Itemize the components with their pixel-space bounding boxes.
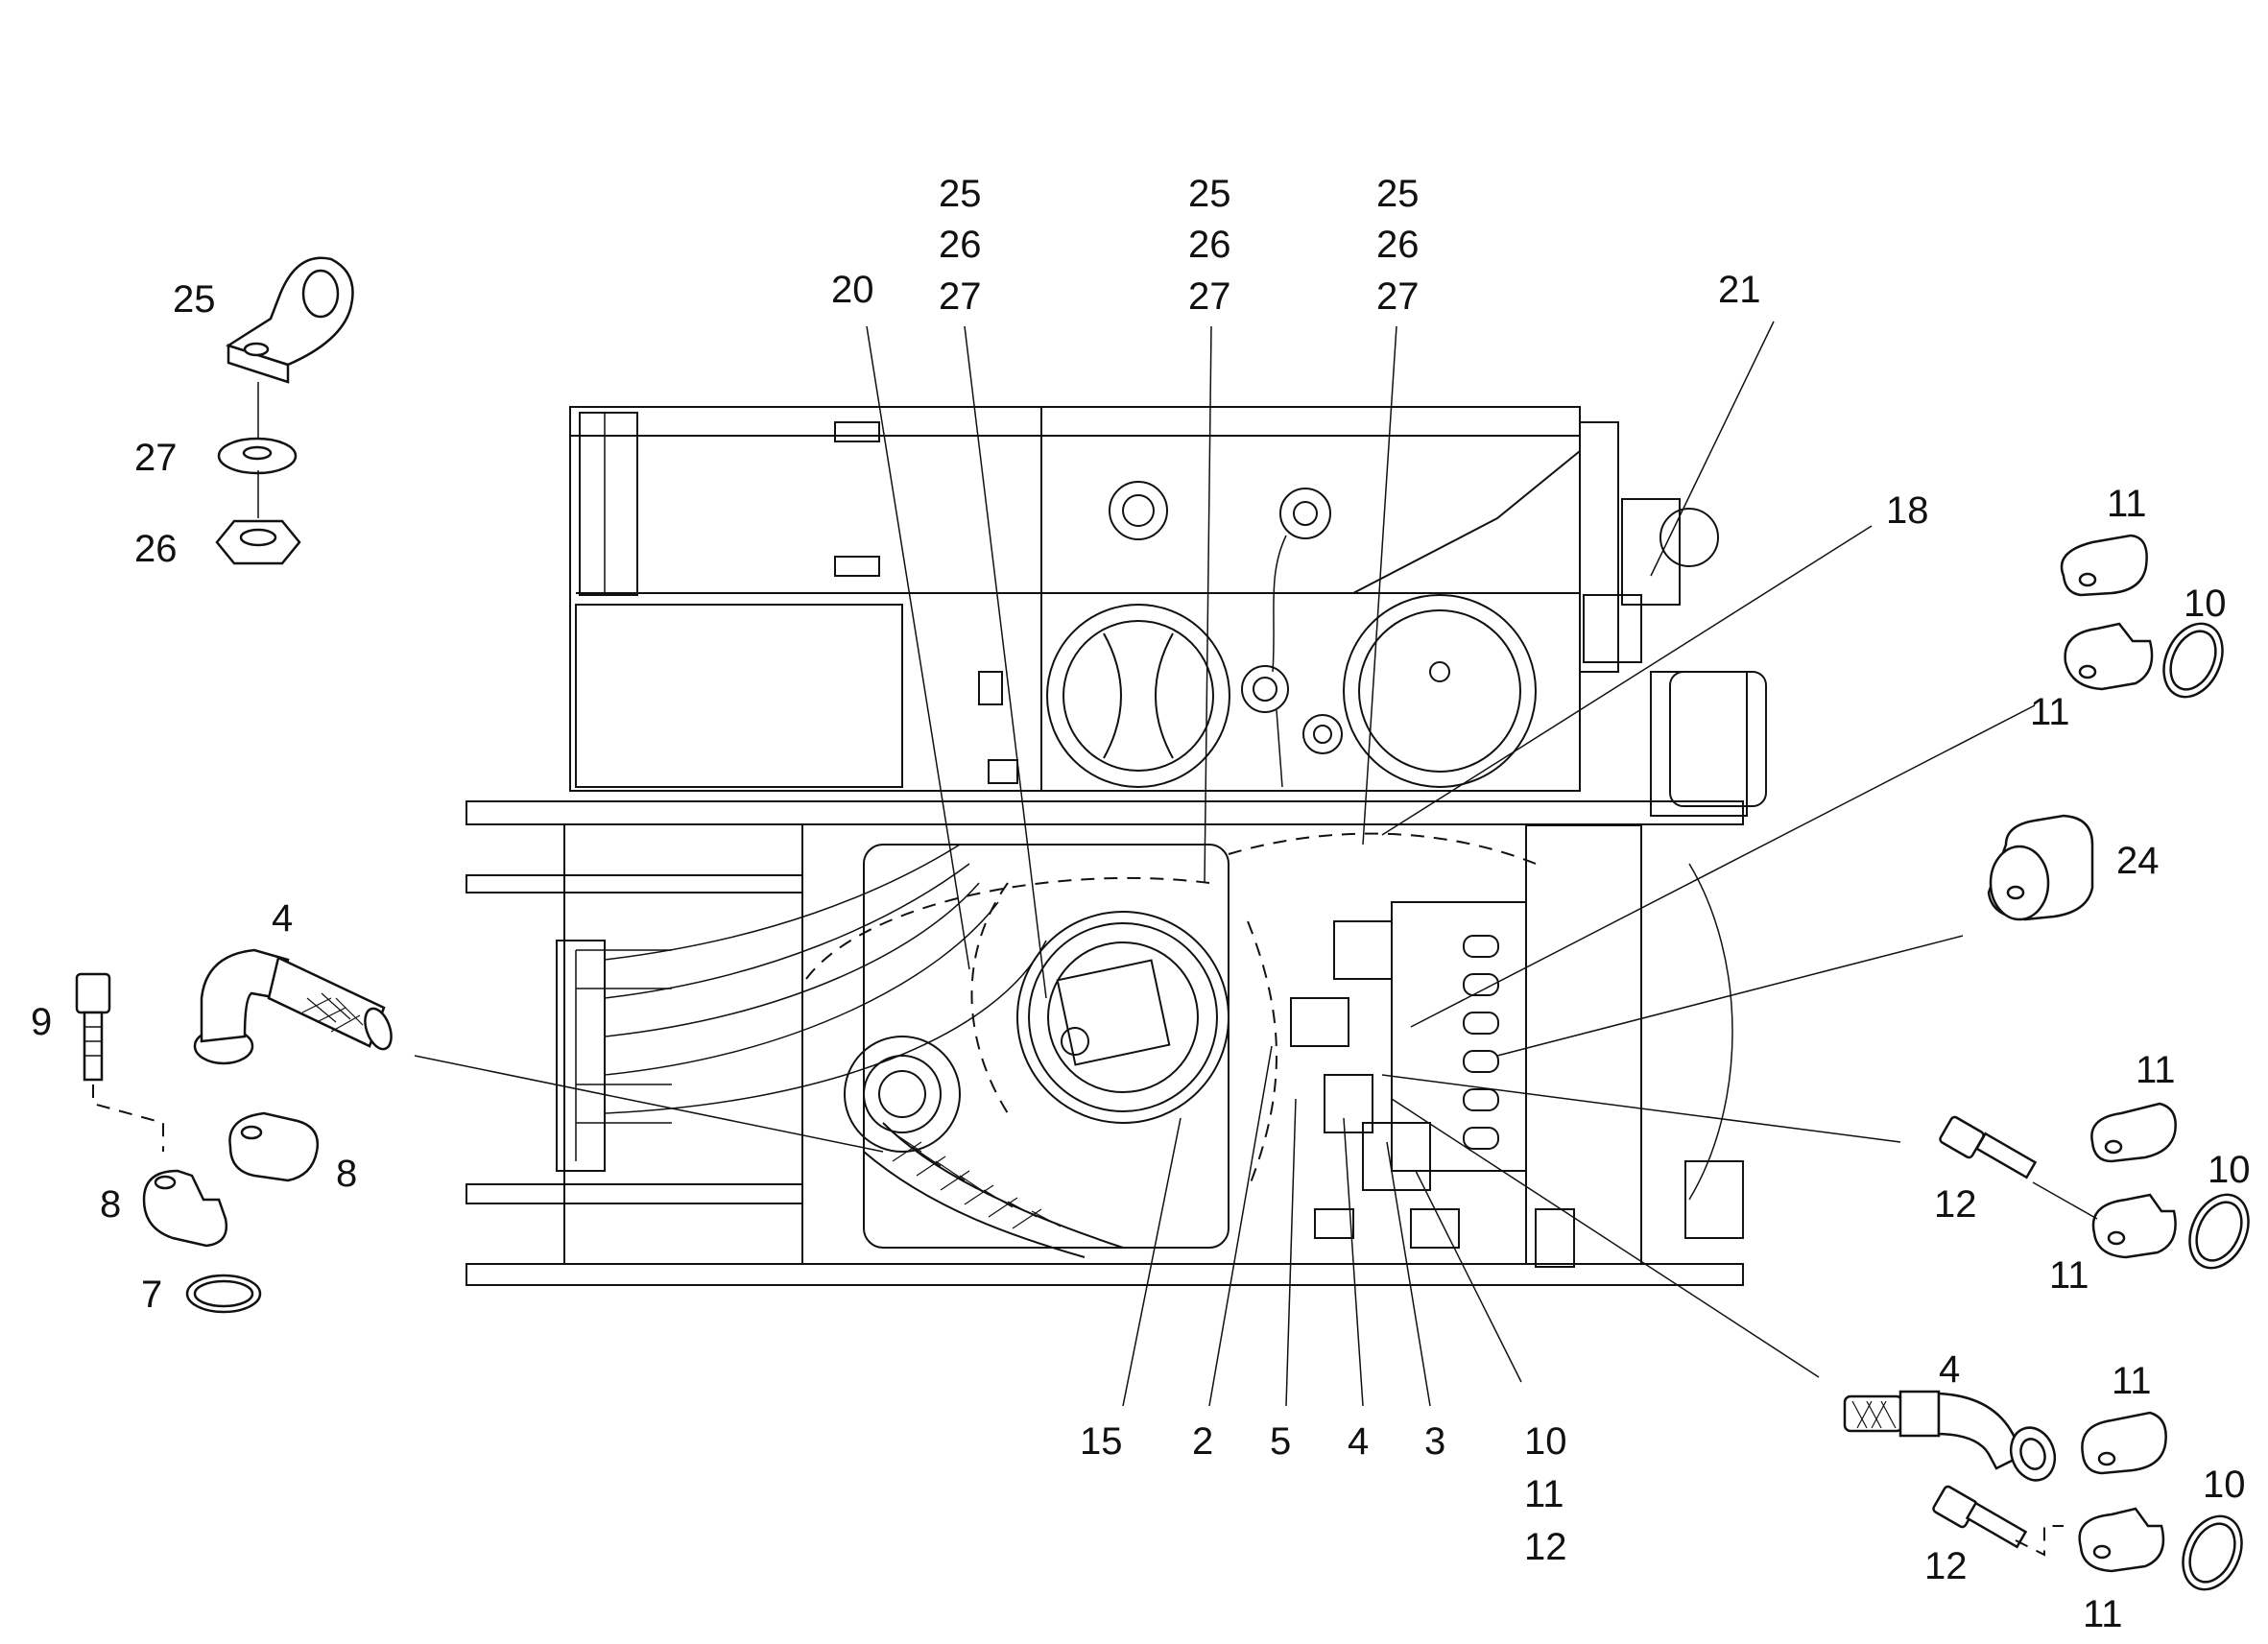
callout-10-a: 10 [2184, 583, 2227, 625]
callout-25-top-left: 25 [173, 278, 216, 321]
callout-24: 24 [2116, 840, 2160, 882]
callout-stack-c-line-1: 25 [1376, 173, 1420, 215]
callout-10-c: 10 [2203, 1464, 2246, 1506]
callout-stack-a-line-2: 26 [939, 224, 982, 266]
callout-stack-10-11-12: 10 11 12 [1524, 1420, 1567, 1568]
callout-2: 2 [1192, 1420, 1213, 1463]
callout-4-bottom: 4 [1348, 1420, 1369, 1463]
callout-10-b: 10 [2208, 1149, 2251, 1191]
callout-stack-25-26-27-c: 25 26 27 [1376, 173, 1420, 318]
callout-20: 20 [831, 269, 874, 311]
callout-8-left: 8 [100, 1183, 121, 1226]
callout-11-f: 11 [2083, 1593, 2123, 1635]
callout-27-top-left: 27 [134, 437, 178, 479]
valve-spools [1463, 935, 1499, 1150]
flange-half-part-8-a [228, 1111, 320, 1182]
split-flange-part-11-b [2064, 622, 2154, 691]
callout-stack-a-line-3: 27 [939, 275, 982, 318]
callout-5: 5 [1270, 1420, 1291, 1463]
callout-stack-25-26-27-a: 25 26 27 [939, 173, 982, 318]
hex-nut-part-26 [215, 470, 301, 565]
p-clamp-part-25 [226, 256, 354, 384]
o-ring-part-7 [185, 1274, 262, 1314]
plug-part-24 [1987, 814, 2094, 921]
callout-stack-b-line-1: 25 [1188, 173, 1231, 215]
callout-9: 9 [31, 1001, 52, 1043]
callout-stack-d-line-1: 10 [1524, 1420, 1567, 1463]
o-ring-part-10-b [2188, 1193, 2250, 1270]
cap-screw-part-9 [75, 972, 164, 1152]
elbow-fitting-part-4-left [193, 948, 393, 1065]
callout-stack-d-line-2: 11 [1524, 1473, 1564, 1515]
callout-11-b: 11 [2030, 691, 2070, 733]
callout-stack-b-line-3: 27 [1188, 275, 1231, 318]
callout-labels: 25 27 26 4 9 8 8 7 20 25 26 27 25 26 27 … [31, 173, 2251, 1635]
callout-11-c: 11 [2136, 1049, 2176, 1091]
callout-stack-b-line-2: 26 [1188, 224, 1231, 266]
callout-stack-c-line-3: 27 [1376, 275, 1420, 318]
callout-11-e: 11 [2112, 1360, 2152, 1402]
split-flange-part-11-f [2078, 1507, 2165, 1573]
callout-15: 15 [1080, 1420, 1123, 1463]
callout-3: 3 [1424, 1420, 1445, 1463]
leader-lines [414, 321, 2036, 1407]
o-ring-part-10-a [2162, 622, 2224, 699]
callout-stack-c-line-2: 26 [1376, 224, 1420, 266]
machine-assembly [466, 406, 1767, 1286]
callout-11-a: 11 [2107, 483, 2147, 525]
callout-4-left: 4 [272, 897, 293, 940]
callout-4-right: 4 [1939, 1348, 1960, 1391]
callout-18: 18 [1886, 489, 1929, 532]
callout-stack-25-26-27-b: 25 26 27 [1188, 173, 1231, 318]
split-flange-part-11-c [2090, 1102, 2177, 1163]
callout-8-right: 8 [336, 1153, 357, 1195]
washer-part-27 [217, 382, 298, 475]
callout-12-b: 12 [1924, 1545, 1968, 1587]
hose-fitting-part-4-right [1843, 1390, 2057, 1482]
callout-21: 21 [1718, 269, 1761, 311]
flange-half-part-8-b [142, 1169, 228, 1248]
callout-12-a: 12 [1934, 1183, 1977, 1226]
split-flange-part-11-e [2081, 1411, 2167, 1475]
cap-screw-part-12-b [1932, 1485, 2064, 1557]
o-ring-part-10-c [2182, 1514, 2243, 1591]
callout-stack-a-line-1: 25 [939, 173, 982, 215]
split-flange-part-11-a [2060, 534, 2148, 597]
callout-11-d: 11 [2049, 1254, 2089, 1297]
callout-stack-d-line-3: 12 [1524, 1526, 1567, 1568]
split-flange-part-11-d [2091, 1193, 2177, 1259]
callout-7: 7 [141, 1274, 162, 1316]
cap-screw-part-12-a [1939, 1115, 2098, 1220]
callout-26-top-left: 26 [134, 528, 178, 570]
